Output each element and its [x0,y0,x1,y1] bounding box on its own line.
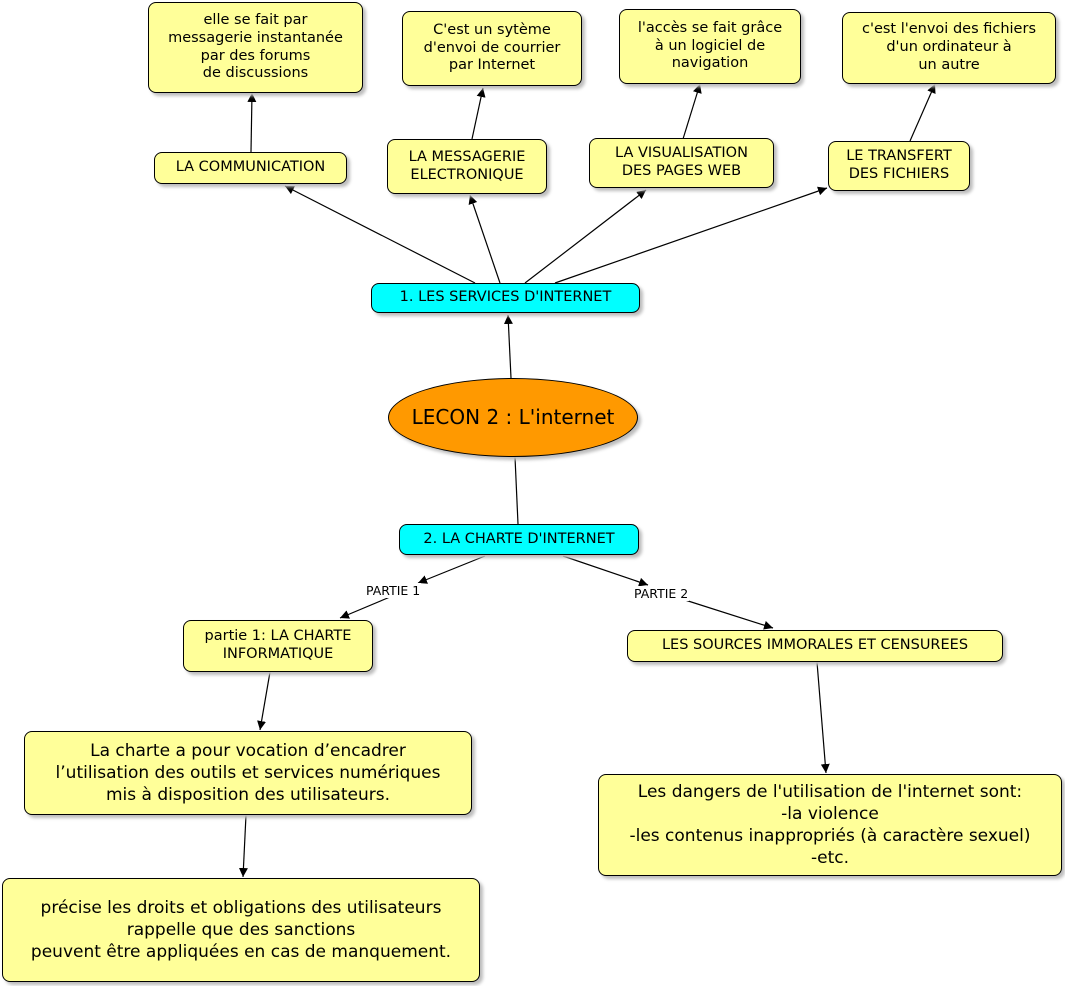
communication-detail-node[interactable]: elle se fait par messagerie instantanée … [148,2,363,93]
charte-topic-node[interactable]: 2. LA CHARTE D'INTERNET [399,524,639,555]
link-services-visualisation [524,189,647,284]
partie2-node[interactable]: LES SOURCES IMMORALES ET CENSUREES [627,630,1003,662]
link-root-services [503,314,513,379]
link-transfert-detail [909,83,936,142]
link-messagerie-detail [471,87,486,140]
link-communication-detail [247,92,257,153]
partie2-link-label: PARTIE 2 [633,586,690,601]
link-label2-partie2 [684,599,774,630]
partie1-detail2-node[interactable]: précise les droits et obligations des ut… [2,878,480,982]
partie1-detail1-node[interactable]: La charte a pour vocation d’encadrer l’u… [24,731,472,815]
link-services-transfert [554,186,828,284]
link-services-messagerie [468,194,501,284]
link-detail1-detail2 [238,814,248,878]
link-charte-label2 [562,555,649,587]
partie2-detail-node[interactable]: Les dangers de l'utilisation de l'intern… [598,774,1062,876]
link-services-communication [284,185,476,284]
link-charte-label1 [417,555,486,584]
link-partie2-detail [816,661,830,774]
partie1-link-label: PARTIE 1 [365,583,422,598]
partie1-node[interactable]: partie 1: LA CHARTE INFORMATIQUE [183,620,373,672]
link-label1-partie1 [339,596,391,619]
root-node[interactable]: LECON 2 : L'internet [388,378,638,457]
link-root-charte [514,456,519,525]
transfert-detail-node[interactable]: c'est l'envoi des fichiers d'un ordinate… [842,12,1056,84]
messagerie-detail-node[interactable]: C'est un sytème d'envoi de courrier par … [402,11,582,86]
link-partie1-detail1 [257,671,271,731]
transfert-node[interactable]: LE TRANSFERT DES FICHIERS [828,141,970,191]
messagerie-node[interactable]: LA MESSAGERIE ELECTRONIQUE [387,139,547,194]
communication-node[interactable]: LA COMMUNICATION [154,152,347,184]
services-topic-node[interactable]: 1. LES SERVICES D'INTERNET [371,283,640,313]
link-visualisation-detail [682,83,702,140]
visualisation-node[interactable]: LA VISUALISATION DES PAGES WEB [589,138,774,188]
visualisation-detail-node[interactable]: l'accès se fait grâce à un logiciel de n… [619,9,801,84]
